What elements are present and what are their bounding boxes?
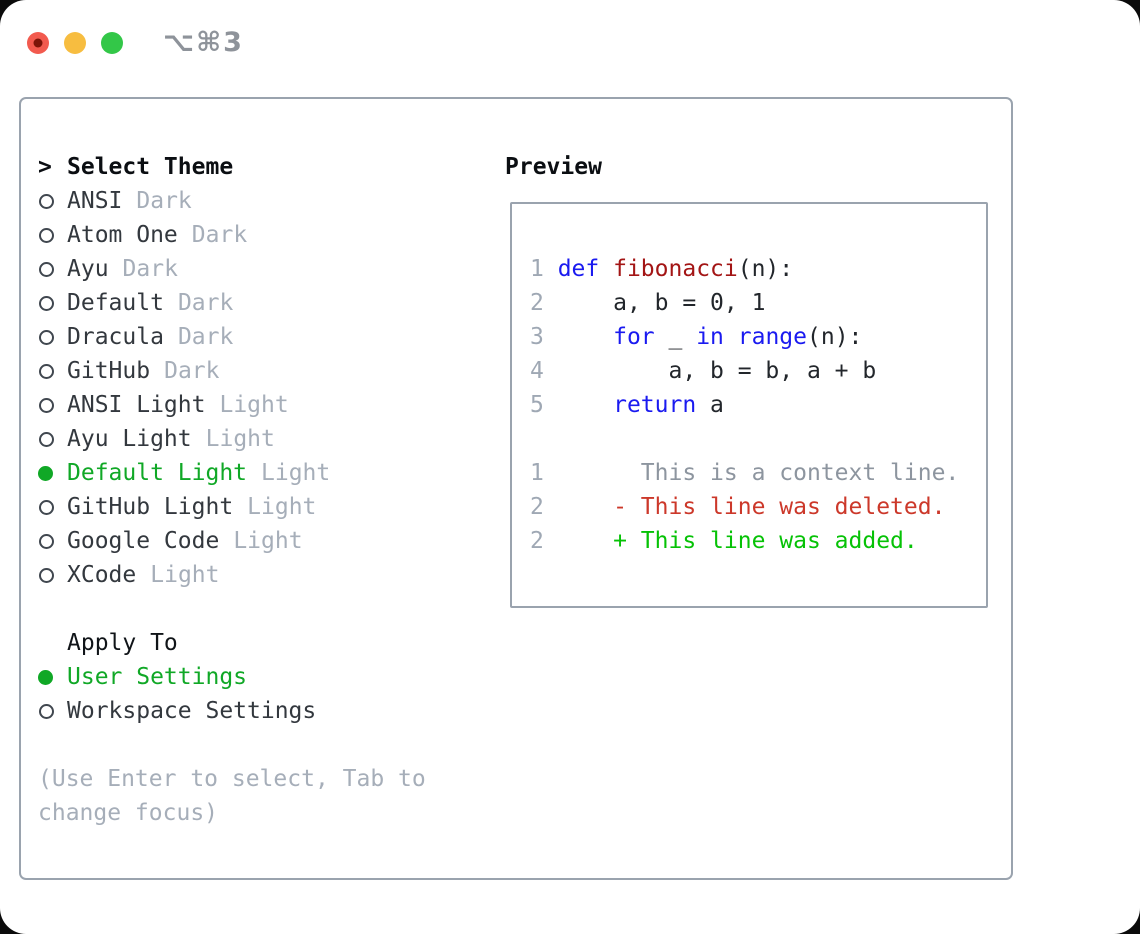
radio-icon: [38, 261, 67, 277]
theme-picker-panel: > Select Theme ANSI Dark Atom One Dark A…: [19, 97, 1013, 880]
code-line: 2 a, b = 0, 1: [530, 290, 766, 316]
theme-option-label: Ayu: [67, 256, 109, 282]
theme-option[interactable]: ANSI Dark: [38, 184, 426, 218]
radio-icon: [38, 669, 67, 685]
theme-option[interactable]: GitHub Light Light: [38, 490, 426, 524]
theme-option[interactable]: Ayu Dark: [38, 252, 426, 286]
spacer: [38, 728, 426, 762]
theme-variant-label: Light: [233, 528, 303, 554]
focus-chevron-icon: >: [38, 154, 52, 180]
theme-option-label: Default Light: [67, 460, 248, 486]
code-line: 5 return a: [530, 392, 724, 418]
theme-variant-label: Light: [247, 494, 317, 520]
theme-list-column: > Select Theme ANSI Dark Atom One Dark A…: [38, 150, 426, 830]
code-preview-box: 1 def fibonacci(n): 2 a, b = 0, 1 3 for _ …: [510, 202, 988, 608]
radio-icon: [38, 397, 67, 413]
code-line: 2 + This line was added.: [530, 528, 918, 554]
theme-variant-label: Light: [219, 392, 289, 418]
theme-option-label: ANSI: [67, 188, 123, 214]
radio-icon: [38, 363, 67, 379]
theme-variant-label: Dark: [122, 256, 178, 282]
theme-variant-label: Dark: [177, 290, 234, 316]
select-theme-header-label: Select Theme: [67, 154, 234, 180]
select-theme-header: > Select Theme: [38, 150, 426, 184]
apply-to-options-list: User Settings Workspace Settings: [38, 660, 426, 728]
radio-icon: [38, 329, 67, 345]
theme-option[interactable]: Default Light Light: [38, 456, 426, 490]
close-button-icon[interactable]: [27, 31, 49, 54]
theme-option[interactable]: GitHub Dark: [38, 354, 426, 388]
theme-option-label: User Settings: [67, 664, 248, 690]
radio-icon: [38, 193, 67, 209]
theme-option[interactable]: Ayu Light Light: [38, 422, 426, 456]
theme-options-list: ANSI Dark Atom One Dark Ayu Dark Default…: [38, 184, 426, 592]
theme-variant-label: Light: [205, 426, 275, 452]
window-shortcut-label: ⌥⌘3: [163, 27, 244, 58]
minimize-button-icon[interactable]: [64, 31, 86, 54]
code-line: 3 for _ in range(n):: [530, 324, 863, 350]
theme-option-label: GitHub: [67, 358, 151, 384]
theme-variant-label: Light: [150, 562, 220, 588]
theme-option[interactable]: XCode Light: [38, 558, 426, 592]
theme-option[interactable]: Default Dark: [38, 286, 426, 320]
radio-icon: [38, 227, 67, 243]
radio-icon: [38, 431, 67, 447]
radio-icon: [38, 567, 67, 583]
apply-to-option[interactable]: Workspace Settings: [38, 694, 426, 728]
theme-option[interactable]: Google Code Light: [38, 524, 426, 558]
theme-option-label: Dracula: [67, 324, 164, 350]
radio-icon: [38, 703, 67, 719]
theme-option-label: Workspace Settings: [67, 698, 317, 724]
spacer: [38, 592, 426, 626]
theme-variant-label: Dark: [136, 188, 192, 214]
apply-to-header-label: Apply To: [67, 630, 178, 656]
theme-option-label: Default: [67, 290, 164, 316]
code-line: 2 - This line was deleted.: [530, 494, 946, 520]
theme-variant-label: Light: [261, 460, 331, 486]
code-line: 4 a, b = b, a + b: [530, 358, 877, 384]
radio-icon: [38, 465, 67, 481]
radio-icon: [38, 499, 67, 515]
code-line: 1 def fibonacci(n):: [530, 256, 794, 282]
theme-option-label: ANSI Light: [67, 392, 206, 418]
theme-option[interactable]: ANSI Light Light: [38, 388, 426, 422]
radio-icon: [38, 295, 67, 311]
radio-icon: [38, 533, 67, 549]
theme-option-label: Atom One: [67, 222, 178, 248]
code-line: 1 This is a context line.: [530, 460, 960, 486]
theme-option[interactable]: Atom One Dark: [38, 218, 426, 252]
theme-variant-label: Dark: [177, 324, 234, 350]
code-line: [530, 422, 986, 456]
theme-option[interactable]: Dracula Dark: [38, 320, 426, 354]
theme-option-label: XCode: [67, 562, 137, 588]
theme-option-label: Google Code: [67, 528, 220, 554]
preview-title: Preview: [505, 154, 602, 180]
keyboard-hint-text: (Use Enter to select, Tab to change focu…: [38, 766, 426, 826]
apply-to-option[interactable]: User Settings: [38, 660, 426, 694]
titlebar: ⌥⌘3: [27, 27, 244, 58]
theme-option-label: Ayu Light: [67, 426, 192, 452]
theme-variant-label: Dark: [164, 358, 220, 384]
apply-to-header: Apply To: [38, 626, 426, 660]
zoom-button-icon[interactable]: [101, 31, 123, 54]
theme-option-label: GitHub Light: [67, 494, 234, 520]
theme-variant-label: Dark: [191, 222, 248, 248]
